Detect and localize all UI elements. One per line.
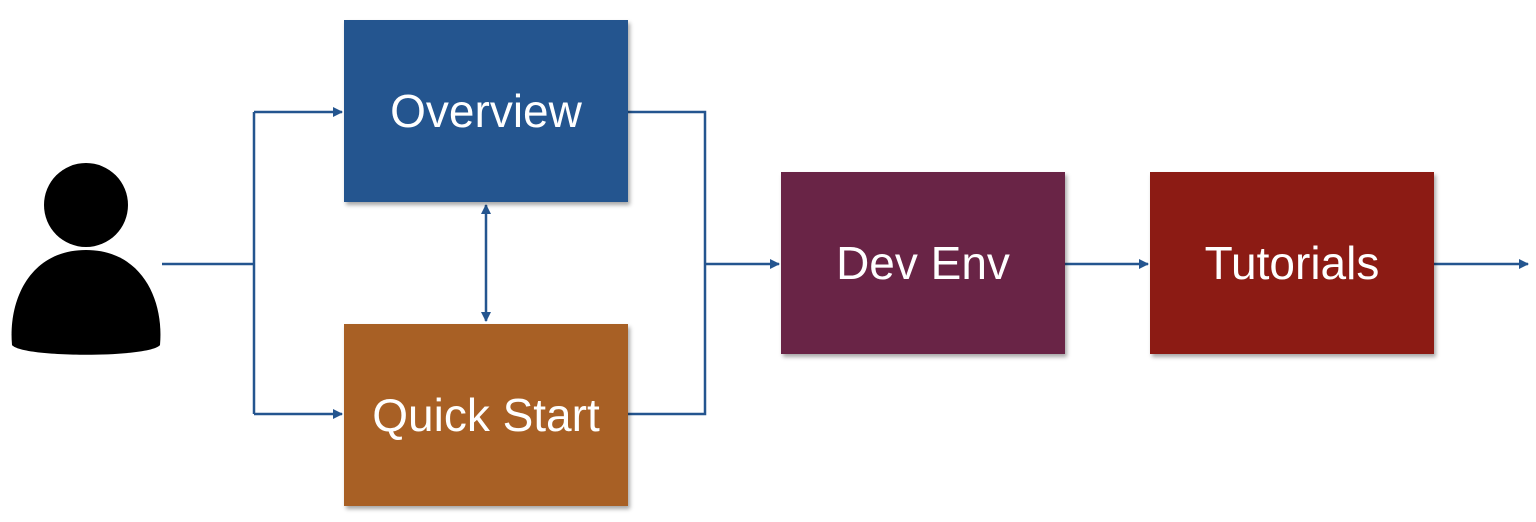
overview-label: Overview bbox=[390, 85, 582, 137]
dev-env-box: Dev Env bbox=[781, 172, 1065, 354]
connector-quickstart-merge bbox=[628, 264, 707, 416]
dev-env-label: Dev Env bbox=[836, 237, 1010, 289]
tutorials-label: Tutorials bbox=[1204, 237, 1380, 289]
quick-start-label: Quick Start bbox=[372, 389, 600, 441]
person-icon bbox=[11, 163, 161, 355]
connector-overview-merge bbox=[628, 110, 707, 264]
quick-start-box: Quick Start bbox=[344, 324, 628, 506]
tutorials-box: Tutorials bbox=[1150, 172, 1434, 354]
overview-box: Overview bbox=[344, 20, 628, 202]
